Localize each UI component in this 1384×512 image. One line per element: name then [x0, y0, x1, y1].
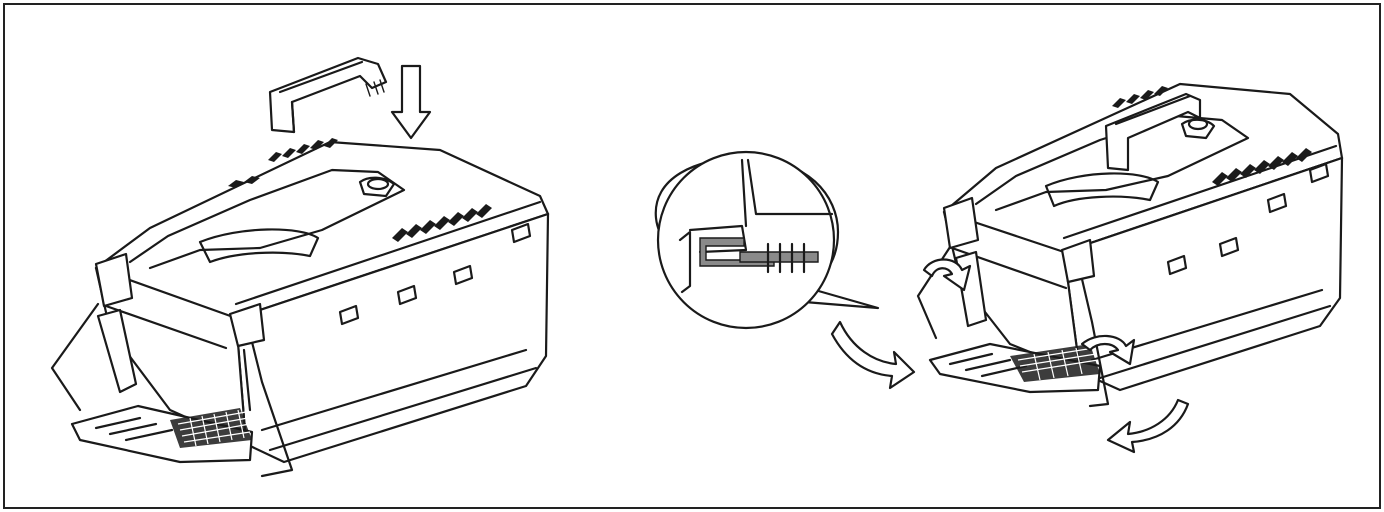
rotate-arrow-left — [922, 258, 972, 292]
carry-handle-attached — [1104, 92, 1202, 172]
down-arrow — [390, 64, 432, 140]
clip-detail-callout — [654, 150, 880, 330]
wire-frame — [50, 252, 294, 478]
carry-handle-part — [268, 56, 388, 134]
curved-arrow-bottom — [1106, 398, 1190, 454]
figure-border — [3, 3, 1381, 509]
panel-fold-wire-frame — [916, 82, 1344, 454]
curved-arrow-left — [830, 320, 916, 390]
catcher-base-right — [928, 342, 1102, 394]
rotate-arrow-right — [1080, 334, 1136, 366]
catcher-body-right — [942, 156, 1344, 392]
panel-attach-handle — [50, 56, 550, 478]
catcher-base — [70, 404, 254, 464]
